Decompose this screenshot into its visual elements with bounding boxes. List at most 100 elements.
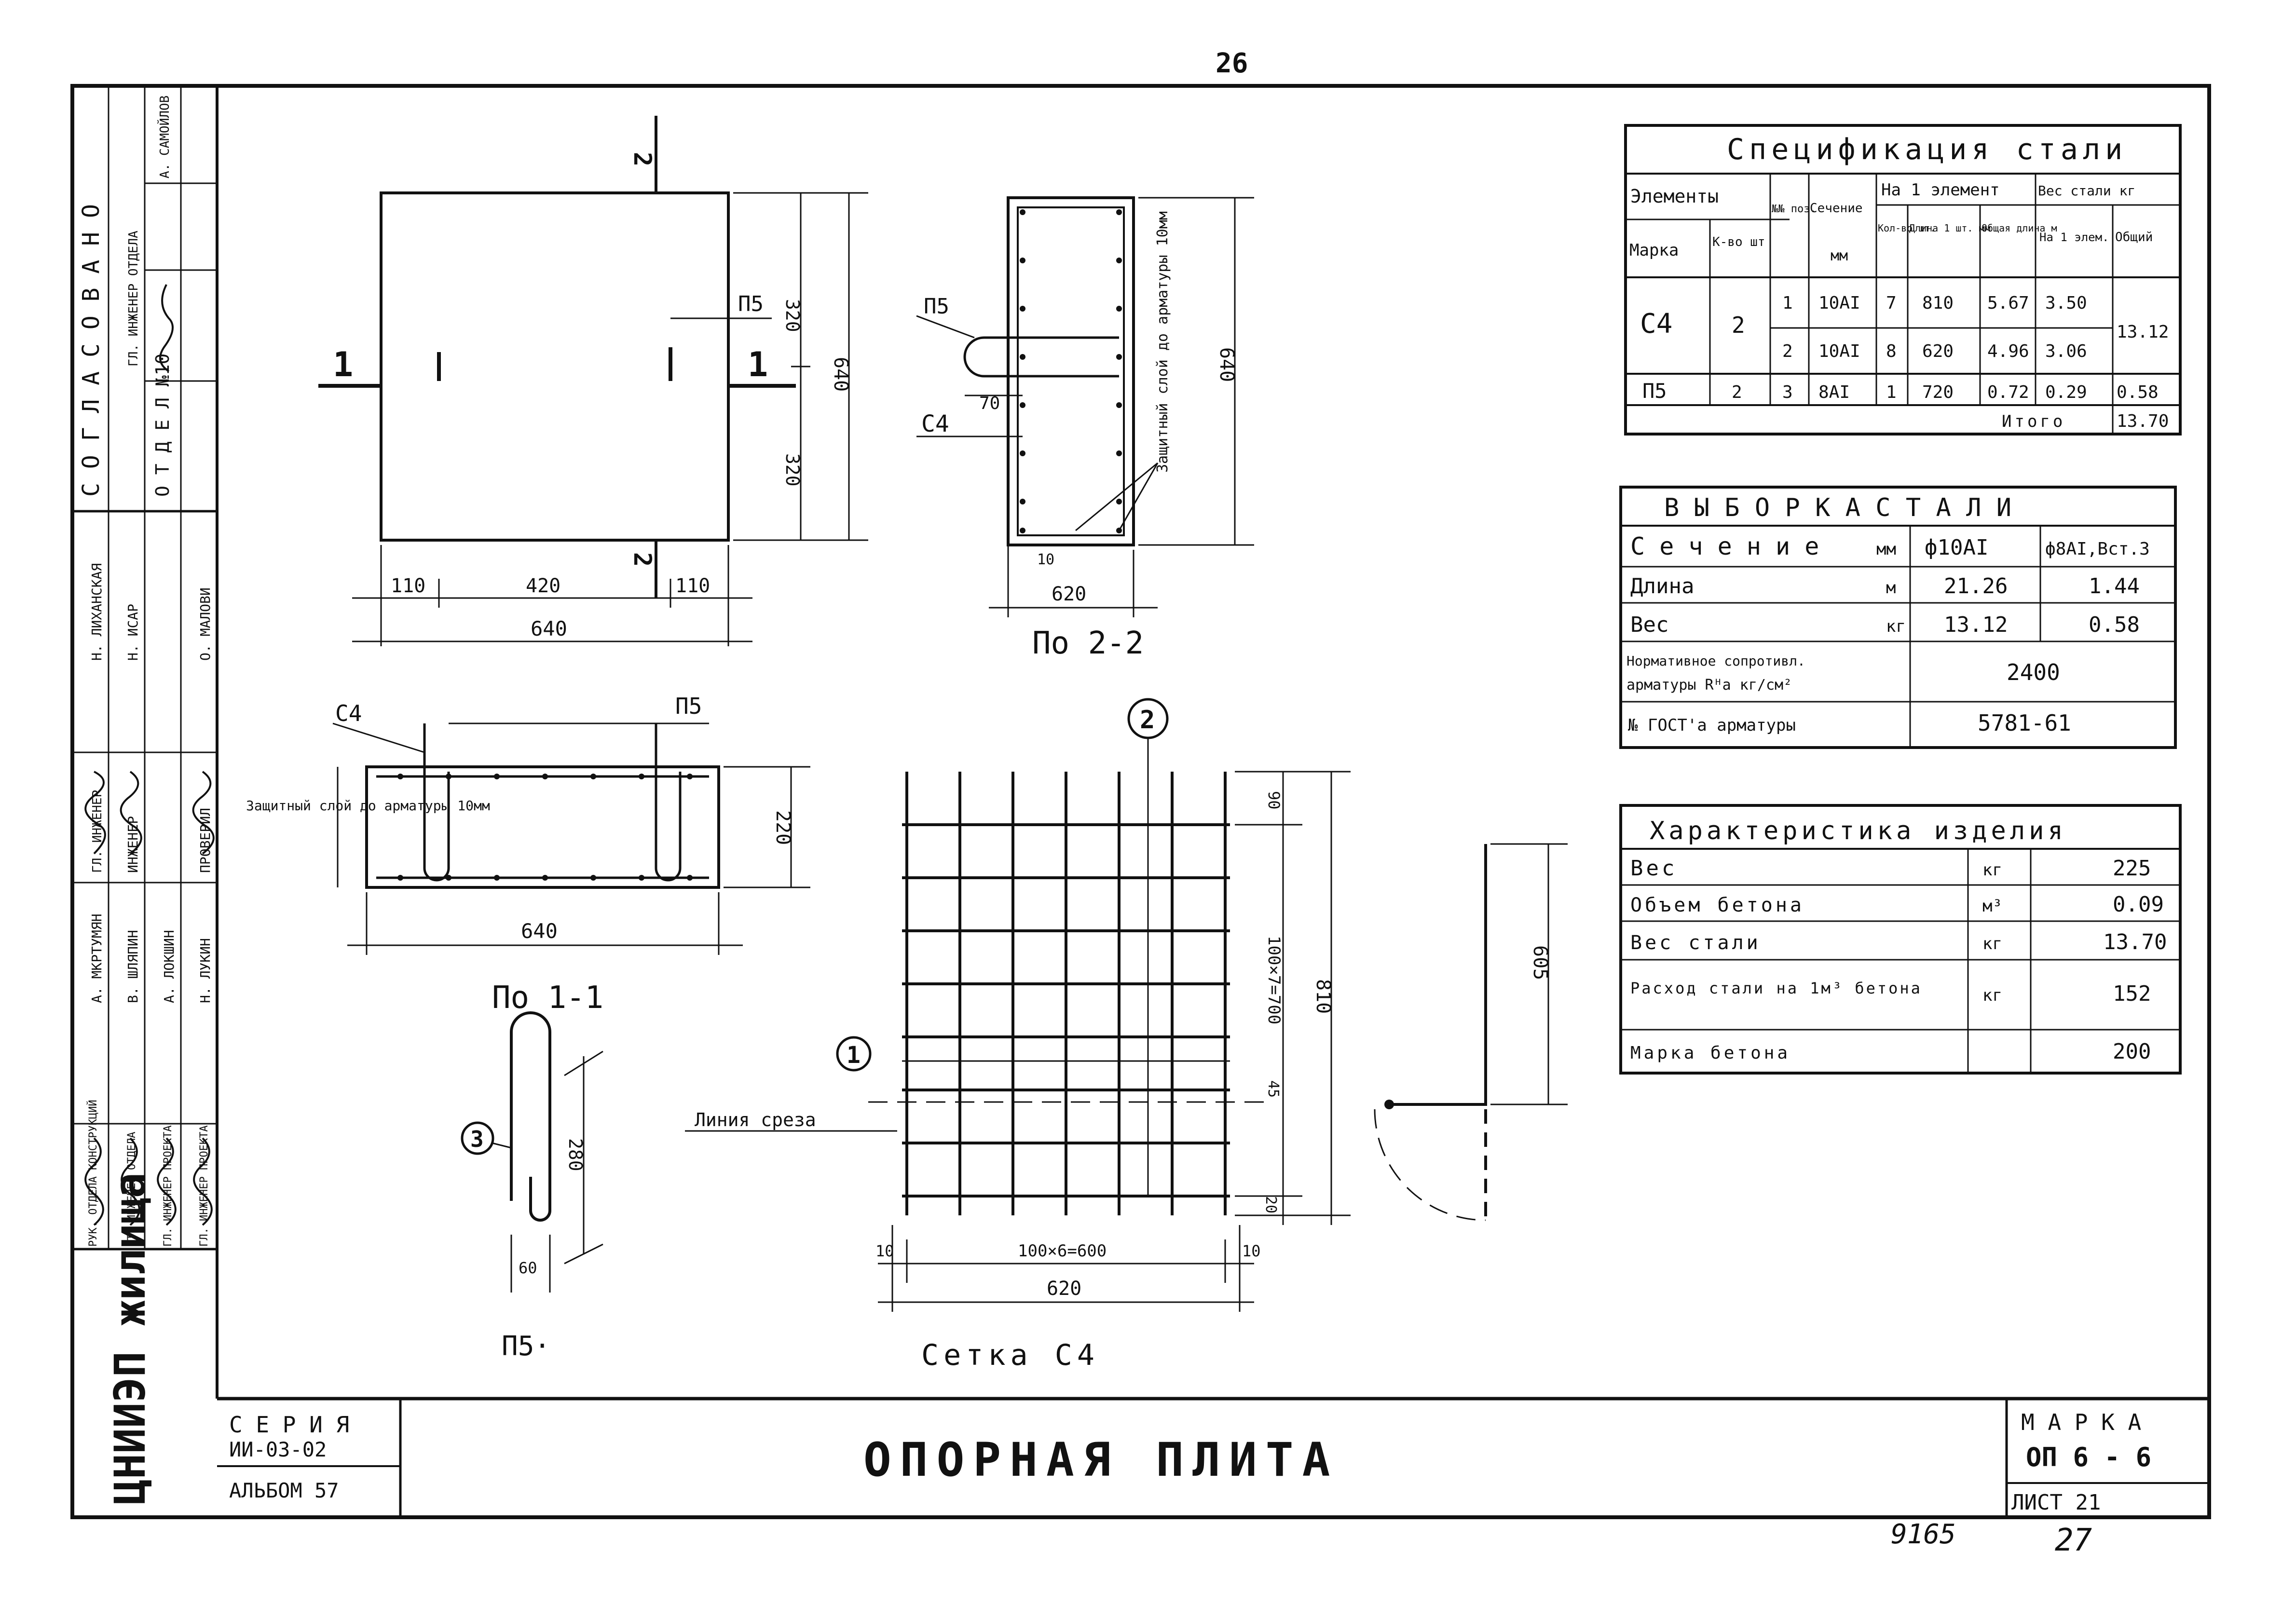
- spec-h-qty: Кол-во шт.: [1878, 222, 1936, 234]
- char-cell: 225: [2113, 856, 2151, 881]
- spec-cell: 2: [1732, 312, 1745, 338]
- section-1-1-length: 640: [521, 919, 558, 943]
- archive-number: 9165: [1891, 1519, 1956, 1550]
- mesh-pos-2: 2: [1140, 706, 1155, 735]
- spec-cell: 1: [1782, 293, 1793, 313]
- plan-dim: 640: [531, 617, 567, 640]
- spec-cell: 10АI: [1818, 293, 1860, 313]
- spec-table: Спецификация стали Элементы Марка К-во ш…: [1624, 124, 2182, 436]
- spec-cell: 10АI: [1818, 341, 1860, 361]
- selection-norm-label-2: арматуры Rᴴa кг/см²: [1626, 677, 1792, 694]
- mesh-dim-right-mid: 100×7=700: [1264, 936, 1284, 1024]
- mesh-dim-right-total: 810: [1312, 979, 1334, 1014]
- spec-title: Спецификация стали: [1727, 133, 2127, 166]
- selection-h-mm: мм: [1876, 540, 1896, 559]
- spec-cell: 2: [1732, 382, 1742, 402]
- p5-length: 280: [565, 1138, 586, 1171]
- selection-cell: 0.58: [2089, 612, 2140, 637]
- section-1-1-cover-note: Защитный слой до арматуры 10мм: [246, 798, 490, 814]
- char-cell: Объем бетона: [1630, 894, 1804, 916]
- mark-label: М А Р К А: [2021, 1409, 2141, 1435]
- char-cell: кг: [1982, 934, 2002, 953]
- stamp-name-3: Н. ИСАР: [125, 604, 141, 661]
- spec-row: П5 2 3 8АI 1 720 0.72 0.29 0.58: [1642, 379, 2159, 403]
- mesh-dim-bottom-inner: 100×6=600: [1018, 1241, 1107, 1261]
- plan-dim: 320: [782, 453, 803, 487]
- selection-cell: 13.12: [1944, 612, 2008, 637]
- spec-h-pos: №№ поз.: [1771, 203, 1817, 215]
- title-block: С Е Р И Я ИИ-03-02 АЛЬБОМ 57 ОПОРНАЯ ПЛИ…: [217, 1399, 2209, 1517]
- char-cell: Вес: [1630, 856, 1677, 881]
- stamp-name-2: Н. ЛИХАНСКАЯ: [89, 563, 105, 661]
- p5-hook: 60: [519, 1259, 537, 1277]
- stamp-name-6: В. ШЛЯПИН: [125, 930, 141, 1003]
- spec-cell: 4.96: [1987, 341, 2029, 361]
- selection-gost-value: 5781-61: [1978, 710, 2071, 736]
- section-2-2: П5 С4 70 10 Защитный слой до арматуры 10…: [916, 196, 1254, 661]
- spec-total-label: Итого: [2002, 412, 2065, 431]
- spec-h-mm: мм: [1831, 247, 1848, 264]
- plan-cut-label-2: 2: [629, 552, 656, 567]
- section-1-1-label: По 1-1: [492, 980, 603, 1016]
- plan-dim: 110: [675, 575, 710, 597]
- char-cell: 152: [2113, 981, 2151, 1006]
- spec-cell: 3.06: [2045, 341, 2087, 361]
- album-label: АЛЬБОМ 57: [229, 1479, 339, 1502]
- drawing-title: ОПОРНАЯ ПЛИТА: [863, 1433, 1339, 1487]
- spec-cell: 0.58: [2117, 382, 2159, 402]
- spec-h-elements: Элементы: [1630, 186, 1719, 207]
- p5-bar: 3 280 60 П5·: [461, 1011, 603, 1362]
- stamp-name-8: Н. ЛУКИН: [197, 938, 213, 1003]
- plan-rebar-label: П5: [738, 292, 764, 316]
- spec-cell: 620: [1922, 341, 1954, 361]
- spec-h-per-element: На 1 элемент: [1881, 180, 2000, 200]
- char-cell: кг: [1982, 860, 2002, 880]
- selection-h-section: С е ч е н и е: [1630, 532, 1819, 560]
- mesh-edge-right: 10: [1242, 1242, 1261, 1260]
- spec-h-total-len: Общая длина м: [1982, 222, 2057, 234]
- spec-cell: 8АI: [1818, 382, 1850, 402]
- spec-row: С4 2 1 10АI 7 810 5.67 3.50 13.12: [1640, 293, 2169, 342]
- characteristics-table: Характеристика изделия Вес кг 225 Объем …: [1619, 804, 2182, 1075]
- char-title: Характеристика изделия: [1650, 817, 2067, 845]
- stamp-name-4: О. МАЛОВИ: [197, 587, 213, 661]
- stamp-name-7: А. ЛОКШИН: [161, 930, 177, 1003]
- stamp-role-2: ГЛ. ИНЖЕНЕР: [90, 790, 105, 873]
- stamp-role-1: ГЛ. ИНЖЕНЕР ОТДЕЛА: [126, 231, 141, 367]
- spec-h-per-el: На 1 элем.: [2039, 231, 2109, 244]
- signatures: [84, 284, 215, 1226]
- stamp-dept: О Т Д Е Л №10: [152, 354, 173, 497]
- selection-norm-label-1: Нормативное сопротивл.: [1626, 653, 1805, 669]
- page-number-bottom: 27: [2055, 1523, 2092, 1558]
- selection-cell: 21.26: [1944, 574, 2008, 599]
- spec-h-mark: Марка: [1629, 241, 1679, 260]
- stamp-role-7: ГЛ. ИНЖЕНЕР ПРОЕКТА: [162, 1125, 174, 1247]
- mesh-grid: [902, 772, 1230, 1215]
- section-2-2-width: 620: [1052, 583, 1086, 605]
- char-cell: м³: [1982, 897, 2002, 916]
- plan-cut-label-2: 2: [629, 152, 656, 166]
- selection-title: В Ы Б О Р К А С Т А Л И: [1664, 493, 2011, 522]
- p5-pos: 3: [470, 1126, 484, 1152]
- spec-cell: 5.67: [1987, 293, 2029, 313]
- mesh-label: Сетка С4: [921, 1338, 1099, 1372]
- plan-dim: 110: [391, 575, 425, 597]
- spec-cell: 2: [1782, 341, 1793, 361]
- section-2-2-label: По 2-2: [1032, 626, 1144, 661]
- selection-cell: Вес: [1630, 612, 1668, 637]
- spec-cell: 810: [1922, 293, 1954, 313]
- selection-table: В Ы Б О Р К А С Т А Л И С е ч е н и е мм…: [1619, 486, 2177, 749]
- char-cell: 13.70: [2103, 930, 2167, 954]
- mesh-break-line-label: Линия среза: [695, 1109, 816, 1130]
- char-cell: 0.09: [2113, 892, 2164, 917]
- spec-cell: 0.29: [2045, 382, 2087, 402]
- stamp-agreed: С О Г Л А С О В А Н О: [78, 204, 105, 497]
- selection-cell: Длина: [1630, 574, 1694, 599]
- stamp-name-1: А. САМОЙЛОВ: [157, 95, 172, 178]
- section-1-1-height: 220: [772, 810, 794, 845]
- mark-value: ОП 6 - 6: [2026, 1442, 2151, 1472]
- section-2-2-height: 640: [1216, 347, 1238, 382]
- char-cell: 200: [2113, 1039, 2151, 1064]
- sheet-label: ЛИСТ 21: [2011, 1490, 2101, 1515]
